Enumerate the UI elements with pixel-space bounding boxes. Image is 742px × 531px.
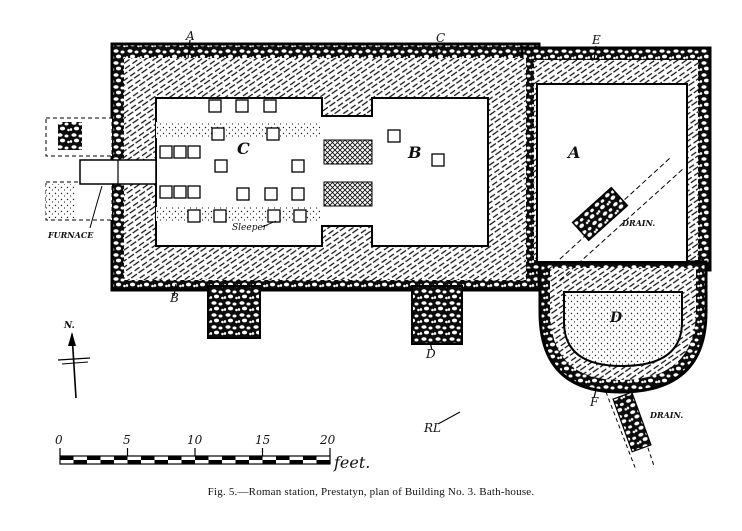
room-b-label: B xyxy=(407,143,422,162)
room-c-b-floor xyxy=(155,97,489,247)
room-d-label: D xyxy=(609,310,623,326)
scale-segment xyxy=(303,456,317,460)
scale-tick-10: 10 xyxy=(187,433,203,447)
scale-segment xyxy=(222,460,236,464)
svg-text:RL: RL xyxy=(423,421,441,435)
scale-segment xyxy=(114,456,128,460)
section-label-e: E xyxy=(591,33,601,47)
scale-segment xyxy=(73,456,87,460)
scale-segment xyxy=(303,460,317,464)
scale-segment xyxy=(276,460,290,464)
section-markers xyxy=(173,39,597,399)
scale-segment xyxy=(127,456,141,460)
scale-segment xyxy=(87,460,101,464)
room-d-floor xyxy=(563,291,683,368)
scale-segment xyxy=(208,456,222,460)
scale-segment xyxy=(249,456,263,460)
scale-segment xyxy=(276,456,290,460)
drain-label-inner: DRAIN. xyxy=(621,218,655,228)
scale-segment xyxy=(262,456,276,460)
scale-segment xyxy=(100,456,114,460)
sleeper-label: Sleeper xyxy=(232,223,268,233)
drain-label-outer: DRAIN. xyxy=(649,410,683,420)
scale-segment xyxy=(208,460,222,464)
north-label: N. xyxy=(63,321,75,331)
room-a-label: A xyxy=(566,143,580,162)
scale-segment xyxy=(222,456,236,460)
scale-segment xyxy=(195,456,209,460)
figure-caption: Fig. 5.—Roman station, Prestatyn, plan o… xyxy=(207,486,535,498)
scale-tick-0: 0 xyxy=(55,433,63,447)
scale-segment xyxy=(127,460,141,464)
scale-segment xyxy=(154,460,168,464)
scale-tick-5: 5 xyxy=(123,433,131,447)
section-label-a: A xyxy=(185,29,195,43)
scale-segment xyxy=(316,460,330,464)
scale-segment xyxy=(154,456,168,460)
scale-segment xyxy=(195,460,209,464)
room-c-label: C xyxy=(237,139,250,158)
scale-segment xyxy=(262,460,276,464)
scale-segment xyxy=(100,460,114,464)
scale-segment xyxy=(181,460,195,464)
scale-segment xyxy=(141,456,155,460)
scale-segment xyxy=(289,456,303,460)
room-a-floor xyxy=(536,83,688,281)
furnace-label: FURNACE xyxy=(47,230,94,240)
scale-segment xyxy=(141,460,155,464)
scale-tick-15: 15 xyxy=(255,433,270,447)
north-arrow: N. xyxy=(57,321,91,399)
section-label-f: F xyxy=(589,395,599,409)
scale-segment xyxy=(73,460,87,464)
sleeper-arrow xyxy=(261,220,277,228)
scale-segment xyxy=(316,456,330,460)
scale-segment xyxy=(181,456,195,460)
section-label-c: C xyxy=(436,31,445,45)
scale-segment xyxy=(289,460,303,464)
outer-drain xyxy=(605,387,655,471)
scale-segment xyxy=(235,456,249,460)
scale-bar: 0 5 10 15 20 feet. xyxy=(55,433,370,472)
scale-segment xyxy=(168,456,182,460)
section-label-b: B xyxy=(169,291,179,305)
scale-segment xyxy=(235,460,249,464)
scale-segment xyxy=(60,460,74,464)
scale-tick-20: 20 xyxy=(319,433,336,447)
pilae-stacks xyxy=(159,99,445,223)
scale-segment xyxy=(249,460,263,464)
scale-segment xyxy=(168,460,182,464)
furnace-area xyxy=(45,117,157,229)
scale-segment xyxy=(87,456,101,460)
scale-segment xyxy=(60,456,74,460)
scale-segment xyxy=(114,460,128,464)
section-label-d: D xyxy=(425,347,436,361)
artist-monogram: RL xyxy=(423,411,461,435)
scale-unit: feet. xyxy=(333,453,370,472)
